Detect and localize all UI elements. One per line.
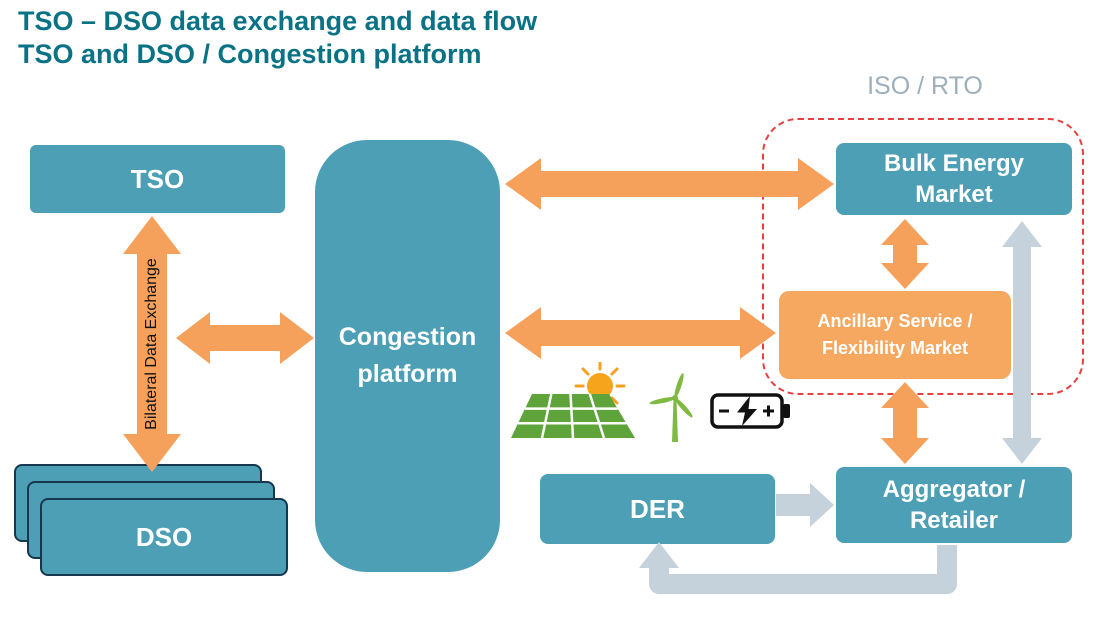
dso-box: DSO [40, 498, 288, 576]
page-title-line2: TSO and DSO / Congestion platform [18, 38, 482, 69]
bilateral-exchange-label: Bilateral Data Exchange [143, 258, 160, 430]
der-box: DER [540, 474, 775, 544]
page-title-line1: TSO – DSO data exchange and data flow [18, 6, 538, 36]
arrow-aggregator-der-loop [649, 545, 957, 594]
congestion-platform-box: Congestion platform [315, 140, 500, 572]
arrow-dso-congestion [176, 312, 314, 364]
arrow-loop-head [639, 542, 679, 568]
iso-rto-label: ISO / RTO [867, 72, 983, 100]
ancillary-flexibility-market-box: Ancillary Service / Flexibility Market [779, 291, 1011, 379]
wind-turbine-icon [649, 373, 693, 442]
bulk-energy-market-box: Bulk Energy Market [836, 143, 1072, 215]
aggregator-retailer-box: Aggregator / Retailer [836, 467, 1072, 543]
solar-panel-icon [511, 362, 635, 439]
tso-box: TSO [30, 145, 285, 213]
page-title: TSO – DSO data exchange and data flow TS… [18, 5, 537, 71]
arrow-congestion-ancillary [505, 307, 776, 359]
arrow-der-aggregator [776, 483, 834, 527]
battery-icon [710, 393, 790, 429]
